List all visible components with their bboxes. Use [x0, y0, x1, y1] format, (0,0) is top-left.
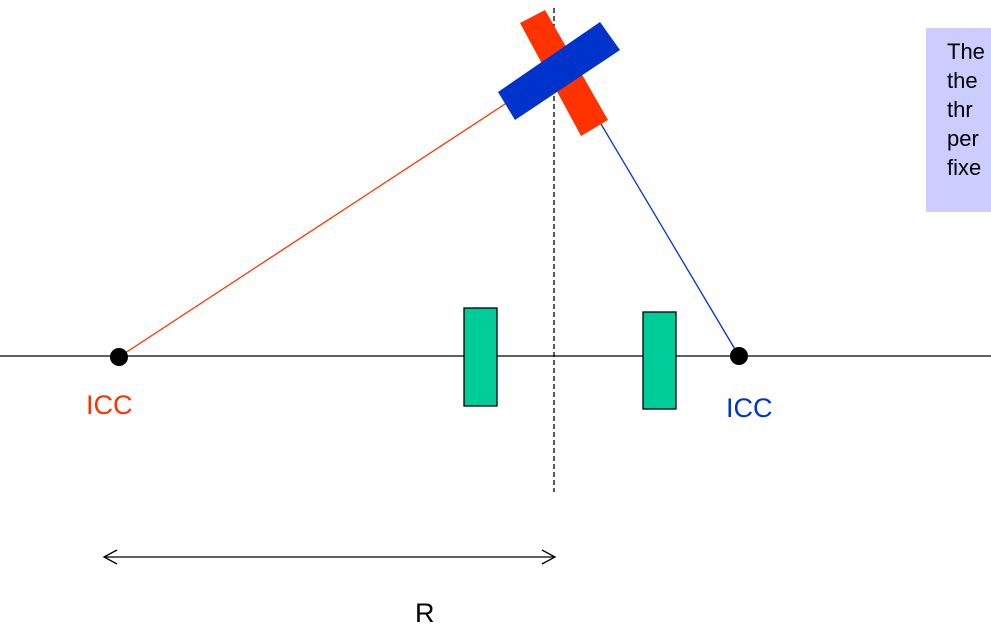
- note-line: fixe: [947, 155, 982, 180]
- left-icc-label: ICC: [86, 390, 133, 420]
- blue-robot: [498, 22, 620, 120]
- radius-label: R: [415, 598, 435, 628]
- left-icc-point: [110, 348, 128, 366]
- note-line: per: [947, 126, 979, 151]
- note-line: The: [947, 39, 985, 64]
- note-text: The the thr per fixe: [947, 37, 991, 182]
- red-radius-line: [118, 65, 564, 358]
- right-icc-label: ICC: [726, 393, 773, 423]
- right-icc-point: [730, 347, 748, 365]
- note-line: the: [947, 68, 978, 93]
- left-wheel: [463, 307, 498, 407]
- right-wheel: [642, 311, 677, 410]
- note-line: thr: [947, 97, 973, 122]
- note-box: The the thr per fixe: [926, 28, 991, 212]
